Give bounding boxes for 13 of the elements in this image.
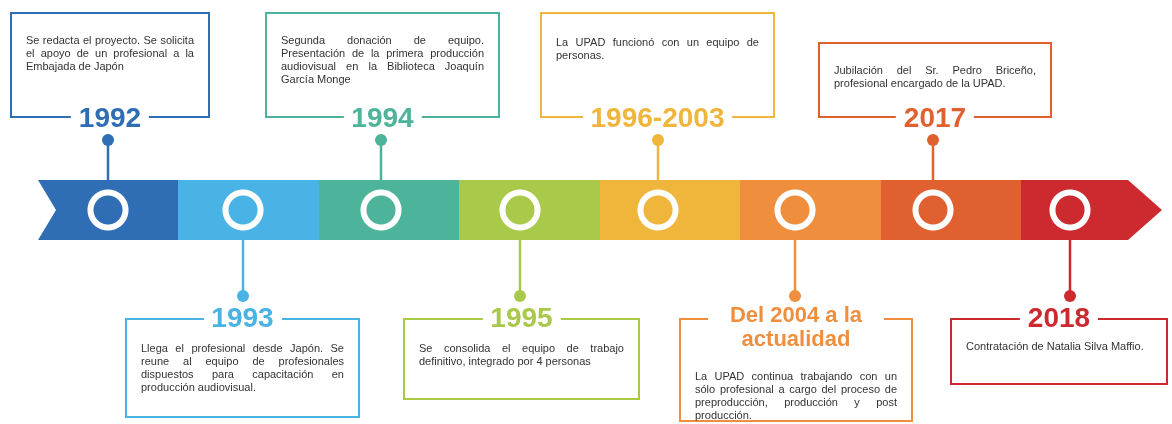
event-description: Se redacta el proyecto. Se solicita el apoyo de un profesional a la Embajada de Japón: [26, 34, 194, 73]
timeline-band: [38, 180, 1162, 240]
pin-connector: [652, 134, 664, 183]
event-description: Llega el profesional desde Japón. Se reune al equipo de profesionales dispuestos para capacitación en producción audiovisual.: [141, 342, 344, 394]
event-description: La UPAD funcionó con un equipo de personas.: [556, 36, 759, 62]
pin-connector: [927, 134, 939, 183]
event-description: Jubilación del Sr. Pedro Briceño, profesional encargado de la UPAD.: [834, 64, 1036, 90]
pin-connector: [102, 134, 114, 183]
event-description: Segunda donación de equipo. Presentación de la primera producción audiovisual en la Biblioteca Joaquín García Monge: [281, 34, 484, 86]
event-description: Contratación de Natalia Silva Maffio.: [966, 340, 1145, 353]
event-description: Se consolida el equipo de trabajo definitivo, integrado por 4 personas: [419, 342, 624, 368]
event-description: La UPAD continua trabajando con un sólo profesional a cargo del proceso de preproducción, producción y post producción.: [695, 370, 897, 422]
pin-connector: [375, 134, 387, 183]
